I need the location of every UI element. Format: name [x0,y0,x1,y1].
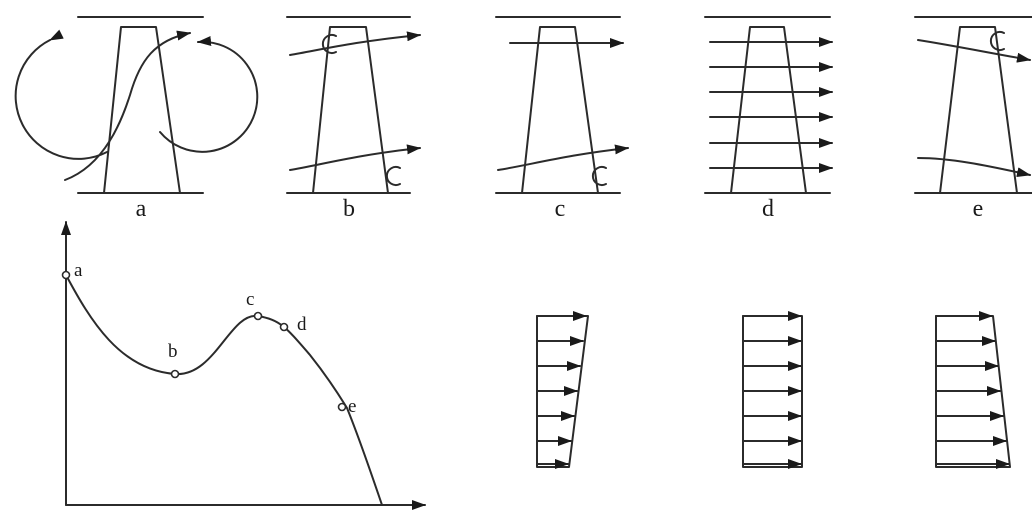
curve-label-b: b [168,341,178,362]
panel-a: a [14,16,259,222]
upper-eddy-icon [321,34,337,54]
panel-label-c: c [555,196,566,222]
curve-point-a [61,270,71,280]
curve-point-c [253,311,263,321]
obstacle-trapezoid [312,26,389,194]
curve-point-e [337,402,347,412]
upper-streamline [917,39,1031,63]
panel-c: c [495,16,629,222]
curve-point-d [279,322,289,332]
lower-streamline [289,144,421,171]
obstacle-trapezoid [730,26,807,194]
lower-streamline [917,157,1031,178]
left-vortex [14,29,108,160]
lower-streamline [497,144,629,171]
panel-d: d [704,16,833,222]
curve-label-e: e [348,396,356,417]
panel-label-e: e [973,196,984,222]
right-vortex [159,36,259,153]
obstacle-trapezoid [521,26,599,194]
lower-eddy-icon [591,166,607,186]
obstacle-trapezoid [939,26,1018,194]
obstacle-trapezoid [103,26,181,194]
panel-label-d: d [762,196,774,222]
curve-graph: a b c d e [61,221,426,510]
curve-label-a: a [74,260,83,281]
velocity-profile-d [742,311,803,469]
curve-label-d: d [297,314,307,335]
lower-eddy-icon [385,166,401,186]
upper-streamline [289,31,421,56]
upper-eddy-icon [989,31,1005,51]
panel-e: e [914,16,1032,222]
curve-label-c: c [246,289,254,310]
panel-label-a: a [136,196,147,222]
velocity-profile-c [536,311,589,469]
curve-point-b [170,369,180,379]
panel-b: b [286,16,421,222]
curve [65,274,383,506]
panel-label-b: b [343,196,355,222]
velocity-profile-e [935,311,1011,469]
s-streamline [64,30,191,181]
